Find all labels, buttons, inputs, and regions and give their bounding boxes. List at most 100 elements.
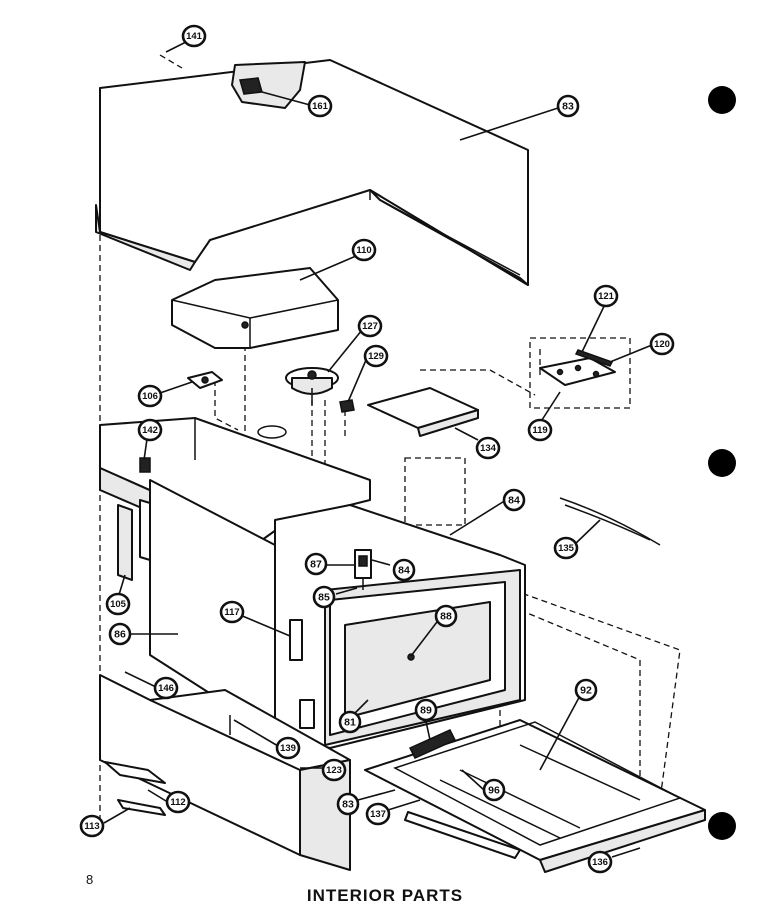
callout-label: 121 — [598, 291, 615, 302]
outer-cabinet-cover — [95, 59, 529, 286]
callout-ring — [304, 552, 328, 576]
air-duct — [171, 267, 339, 349]
callout-label: 161 — [312, 101, 329, 112]
foot-strip — [104, 761, 166, 816]
callout-c117: 117 — [219, 600, 245, 624]
callout-label: 127 — [362, 321, 378, 332]
callout-c84a: 84 — [502, 488, 526, 512]
fan-motor — [285, 367, 339, 405]
callout-ring — [392, 558, 416, 582]
callout-ring — [137, 384, 163, 408]
page-number: 8 — [86, 872, 94, 887]
callout-ring — [475, 436, 501, 460]
callout-label: 142 — [142, 425, 158, 436]
callout-ring — [587, 850, 613, 874]
callout-ring — [153, 676, 179, 700]
callout-ring — [357, 314, 383, 338]
callout-ring — [527, 418, 553, 442]
thermal-cutout — [187, 371, 223, 389]
bracket-plate — [367, 387, 479, 437]
callout-label: 84 — [508, 495, 520, 507]
door-tray — [364, 719, 706, 873]
callout-c110: 110 — [351, 238, 377, 262]
callout-c92: 92 — [574, 678, 598, 702]
callout-label: 137 — [370, 809, 386, 820]
callout-label: 135 — [558, 543, 575, 554]
callout-c81: 81 — [338, 710, 362, 734]
callout-label: 136 — [592, 857, 608, 868]
callout-ring — [574, 678, 598, 702]
callout-ring — [321, 758, 347, 782]
callout-c85: 85 — [312, 585, 336, 609]
wire-harness — [559, 497, 661, 546]
callout-label: 81 — [344, 717, 356, 729]
callout-ring — [219, 600, 245, 624]
callout-c106: 106 — [137, 384, 163, 408]
callout-c141: 141 — [181, 24, 207, 48]
callout-label: 92 — [580, 685, 592, 697]
callout-ring — [649, 332, 675, 356]
callout-ring — [414, 698, 438, 722]
callout-c139: 139 — [275, 736, 301, 760]
callout-label: 87 — [310, 559, 322, 571]
callout-ring — [105, 592, 131, 616]
callout-label: 83 — [342, 799, 354, 811]
callout-c129: 129 — [363, 344, 389, 368]
callout-c89: 89 — [414, 698, 438, 722]
callout-label: 123 — [326, 765, 342, 776]
callout-label: 129 — [368, 351, 384, 362]
callout-c88: 88 — [434, 604, 458, 628]
callout-c161: 161 — [307, 94, 333, 118]
callout-c136: 136 — [587, 850, 613, 874]
small-switch — [339, 399, 355, 413]
callout-c134: 134 — [475, 436, 501, 460]
callout-ring — [307, 94, 333, 118]
callout-label: 113 — [84, 821, 99, 832]
callout-ring — [365, 802, 391, 826]
callout-c83b: 83 — [336, 792, 360, 816]
callout-c137: 137 — [365, 802, 391, 826]
callout-ring — [108, 622, 132, 646]
callout-label: 89 — [420, 705, 432, 717]
callout-ring — [363, 344, 389, 368]
callout-label: 117 — [224, 607, 239, 618]
callout-c105: 105 — [105, 592, 131, 616]
callout-ring — [482, 778, 506, 802]
callout-c119: 119 — [527, 418, 553, 442]
door-switch-assembly — [354, 549, 372, 590]
callout-ring — [137, 418, 163, 442]
callout-label: 86 — [114, 629, 126, 641]
callout-ring — [434, 604, 458, 628]
callout-c112: 112 — [165, 790, 191, 814]
margin-bullet-top — [708, 86, 736, 114]
callout-label: 83 — [562, 101, 574, 113]
callout-label: 84 — [398, 565, 410, 577]
callout-c135: 135 — [553, 536, 579, 560]
callout-ring — [275, 736, 301, 760]
callout-c121: 121 — [593, 284, 619, 308]
leader-lines — [103, 41, 653, 858]
page-title: INTERIOR PARTS — [306, 886, 464, 905]
front-frame — [274, 504, 526, 749]
callout-ring — [181, 24, 207, 48]
callout-c142: 142 — [137, 418, 163, 442]
callout-label: 96 — [488, 785, 500, 797]
callout-label: 110 — [356, 245, 371, 256]
callout-ring — [336, 792, 360, 816]
callout-ring — [165, 790, 191, 814]
callout-c127: 127 — [357, 314, 383, 338]
callout-ring — [79, 814, 105, 838]
callout-ring — [556, 94, 580, 118]
cavity-side-panel — [117, 479, 276, 736]
callout-c86: 86 — [108, 622, 132, 646]
callout-label: 106 — [142, 391, 158, 402]
callout-ring — [312, 585, 336, 609]
callout-label: 88 — [440, 611, 452, 623]
callout-label: 112 — [170, 797, 185, 808]
callout-label: 141 — [186, 31, 203, 42]
callout-c146: 146 — [153, 676, 179, 700]
callout-c96: 96 — [482, 778, 506, 802]
callout-c113: 113 — [79, 814, 105, 838]
